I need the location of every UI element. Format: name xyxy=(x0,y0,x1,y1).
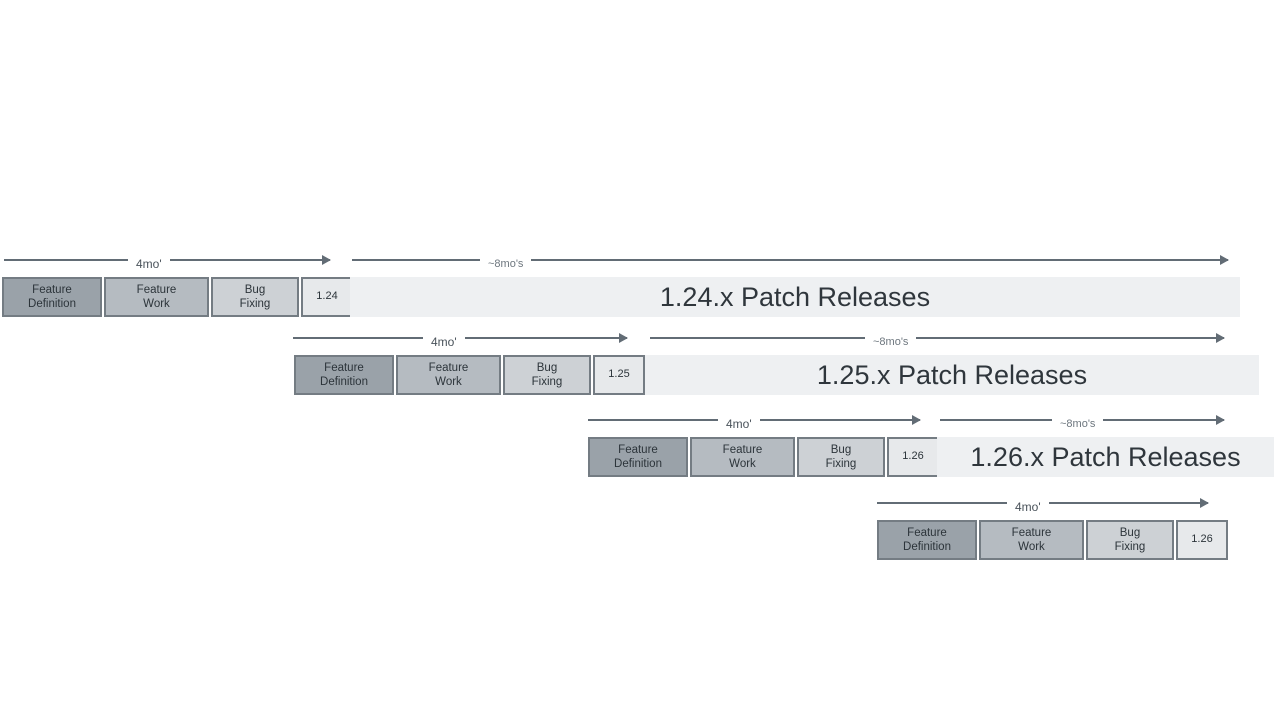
arrow-line xyxy=(940,419,1052,421)
patch-releases-bar: 1.25.x Patch Releases xyxy=(645,355,1259,395)
patch-releases-bar: 1.24.x Patch Releases xyxy=(350,277,1240,317)
arrow-line-with-head xyxy=(169,259,330,261)
duration-4mo-label: 4mo' xyxy=(726,417,752,431)
arrow-line-with-head xyxy=(531,259,1228,261)
release-cycle-row-1-24: Feature Definition Feature Work Bug Fixi… xyxy=(2,277,353,317)
arrow-8mo: ~8mo's xyxy=(940,412,1224,430)
arrow-line-with-head xyxy=(464,337,627,339)
arrow-line xyxy=(650,337,865,339)
duration-8mo-label: ~8mo's xyxy=(488,258,524,270)
arrow-4mo: 4mo' xyxy=(877,495,1208,514)
phase-box-feature-work: Feature Work xyxy=(396,355,501,395)
phase-box-feature-work: Feature Work xyxy=(690,437,795,477)
arrow-4mo: 4mo' xyxy=(293,330,627,349)
release-cycle-row-1-26: Feature Definition Feature Work Bug Fixi… xyxy=(588,437,939,477)
patch-releases-label: 1.24.x Patch Releases xyxy=(659,281,931,312)
phase-box-feature-definition: Feature Definition xyxy=(2,277,102,317)
version-box: 1.24 xyxy=(301,277,353,317)
phase-box-feature-work: Feature Work xyxy=(979,520,1084,560)
arrow-line-with-head xyxy=(1103,419,1224,421)
arrow-line-with-head xyxy=(916,337,1224,339)
arrow-4mo: 4mo' xyxy=(4,252,330,271)
duration-4mo-label: 4mo' xyxy=(136,257,162,271)
arrow-line xyxy=(588,419,718,421)
release-cycle-row-next: Feature Definition Feature Work Bug Fixi… xyxy=(877,520,1228,560)
arrow-8mo: ~8mo's xyxy=(352,252,1228,270)
phase-box-bug-fixing: Bug Fixing xyxy=(211,277,299,317)
phase-box-bug-fixing: Bug Fixing xyxy=(797,437,885,477)
duration-8mo-label: ~8mo's xyxy=(1060,418,1096,430)
version-box: 1.25 xyxy=(593,355,645,395)
arrow-line xyxy=(877,502,1007,504)
duration-8mo-label: ~8mo's xyxy=(873,336,909,348)
version-box: 1.26 xyxy=(887,437,939,477)
phase-box-bug-fixing: Bug Fixing xyxy=(503,355,591,395)
release-cycle-row-1-25: Feature Definition Feature Work Bug Fixi… xyxy=(294,355,645,395)
patch-releases-label: 1.26.x Patch Releases xyxy=(970,441,1241,472)
duration-4mo-label: 4mo' xyxy=(1015,500,1041,514)
phase-box-bug-fixing: Bug Fixing xyxy=(1086,520,1174,560)
arrow-4mo: 4mo' xyxy=(588,412,920,431)
phase-box-feature-definition: Feature Definition xyxy=(877,520,977,560)
phase-box-feature-definition: Feature Definition xyxy=(588,437,688,477)
patch-releases-bar: 1.26.x Patch Releases xyxy=(937,437,1274,477)
arrow-line xyxy=(352,259,480,261)
arrow-8mo: ~8mo's xyxy=(650,330,1224,348)
arrow-line xyxy=(4,259,128,261)
phase-box-feature-definition: Feature Definition xyxy=(294,355,394,395)
patch-releases-label: 1.25.x Patch Releases xyxy=(816,359,1088,390)
duration-4mo-label: 4mo' xyxy=(431,335,457,349)
arrow-line-with-head xyxy=(759,419,920,421)
arrow-line xyxy=(293,337,423,339)
phase-box-feature-work: Feature Work xyxy=(104,277,209,317)
version-box: 1.26 xyxy=(1176,520,1228,560)
arrow-line-with-head xyxy=(1048,502,1208,504)
